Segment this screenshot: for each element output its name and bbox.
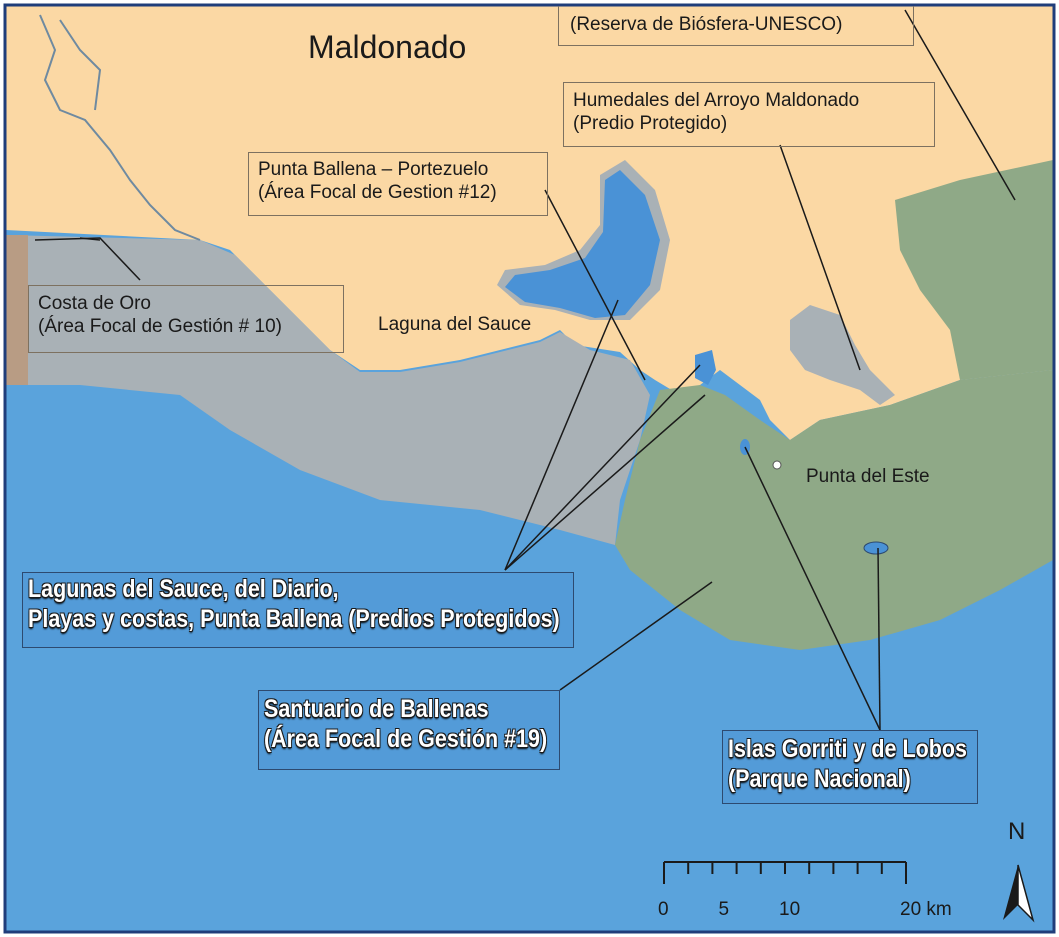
scale-tick-label: 5 xyxy=(718,899,730,920)
laguna-del-sauce xyxy=(505,170,660,318)
humedales-arroyo-maldonado xyxy=(790,305,895,405)
islas-type: (Parque Nacional) xyxy=(728,765,911,793)
punta-ballena-callout-text: Punta Ballena – Portezuelo (Área Focal d… xyxy=(258,159,497,205)
santuario-de-ballenas-zone xyxy=(615,370,1053,650)
biosfera-callout-box xyxy=(558,6,914,46)
punta-ballena-name: Punta Ballena – Portezuelo xyxy=(258,159,489,180)
north-arrow-icon xyxy=(1003,864,1035,923)
scale-tick-label: 20 km xyxy=(900,899,952,920)
biosfera-callout-text: (Reserva de Biósfera-UNESCO) xyxy=(570,14,843,35)
lagunas-line2: Playas y costas, Punta Ballena (Predios … xyxy=(28,605,560,633)
scale-tick-label: 10 xyxy=(779,899,801,920)
laguna-del-sauce-label: Laguna del Sauce xyxy=(378,314,532,335)
santuario-callout-box xyxy=(258,690,560,770)
map-frame xyxy=(3,3,1056,934)
costa-de-oro-callout-box xyxy=(28,285,344,353)
river xyxy=(59,19,102,111)
santuario-name: Santuario de Ballenas xyxy=(264,695,489,723)
north-label: N xyxy=(1008,818,1026,845)
punta-ballena-callout-box xyxy=(248,152,548,216)
santuario-callout-text: Santuario de Ballenas (Área Focal de Ges… xyxy=(264,694,547,754)
islas-callout-text: Islas Gorriti y de Lobos (Parque Naciona… xyxy=(728,734,967,794)
costa-de-oro-callout-text: Costa de Oro (Área Focal de Gestión # 10… xyxy=(38,293,282,339)
costa-de-oro-type: (Área Focal de Gestión # 10) xyxy=(38,315,282,337)
lagunas-callout-box xyxy=(22,572,574,648)
humedales-callout-box xyxy=(563,82,935,147)
punta-del-este-marker xyxy=(772,460,782,470)
isla-de-lobos xyxy=(863,541,889,555)
region-label: Maldonado xyxy=(308,29,467,65)
humedales-name: Humedales del Arroyo Maldonado xyxy=(573,90,860,111)
leader-lines xyxy=(34,9,1016,731)
scale-bar xyxy=(663,861,907,884)
edge-strip xyxy=(6,235,28,385)
humedales-callout-text: Humedales del Arroyo Maldonado (Predio P… xyxy=(573,90,859,136)
laguna-del-diario xyxy=(695,350,716,385)
humedales-type: (Predio Protegido) xyxy=(573,112,728,134)
costa-de-oro-name: Costa de Oro xyxy=(38,293,151,314)
lagunas-line1: Lagunas del Sauce, del Diario, xyxy=(28,575,339,603)
river xyxy=(39,14,201,241)
islas-callout-box xyxy=(722,730,978,804)
santuario-type: (Área Focal de Gestión #19) xyxy=(264,725,548,753)
biosfera-zone xyxy=(895,160,1053,380)
costa-de-oro-zone xyxy=(6,235,650,545)
punta-ballena-type: (Área Focal de Gestion #12) xyxy=(258,181,497,203)
scale-tick-label: 0 xyxy=(658,899,669,920)
lagunas-callout-text: Lagunas del Sauce, del Diario, Playas y … xyxy=(28,574,560,634)
islas-name: Islas Gorriti y de Lobos xyxy=(728,735,967,763)
punta-del-este-label: Punta del Este xyxy=(806,466,930,487)
